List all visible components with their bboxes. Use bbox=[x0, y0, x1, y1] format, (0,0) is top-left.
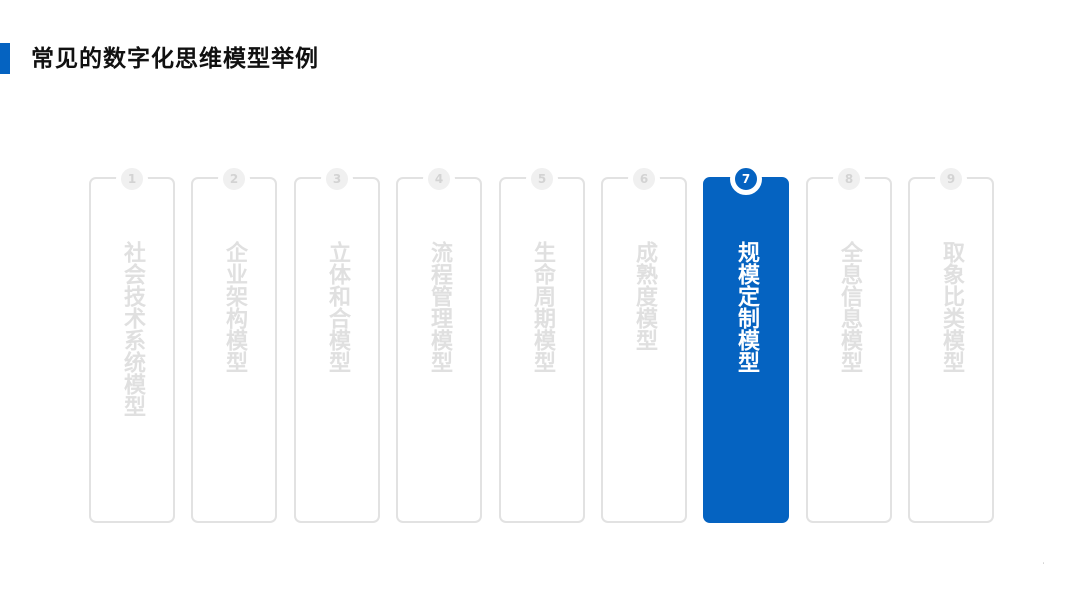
model-label: 立体和合模型 bbox=[325, 241, 350, 373]
model-number-badge: 1 bbox=[116, 163, 148, 195]
model-card-2[interactable]: 2 企业架构模型 bbox=[191, 163, 277, 523]
model-label: 企业架构模型 bbox=[222, 241, 247, 373]
model-number-badge: 4 bbox=[423, 163, 455, 195]
model-label: 成熟度模型 bbox=[632, 241, 657, 351]
model-number-badge: 8 bbox=[833, 163, 865, 195]
model-number-badge: 5 bbox=[526, 163, 558, 195]
model-label: 流程管理模型 bbox=[427, 241, 452, 373]
model-card-4[interactable]: 4 流程管理模型 bbox=[396, 163, 482, 523]
slide-title: 常见的数字化思维模型举例 bbox=[31, 46, 319, 72]
title-accent-bar bbox=[0, 43, 10, 74]
model-label: 生命周期模型 bbox=[530, 241, 555, 373]
corner-mark: ˈ bbox=[1042, 562, 1044, 569]
model-number-badge: 2 bbox=[218, 163, 250, 195]
model-number-badge: 6 bbox=[628, 163, 660, 195]
model-card-3[interactable]: 3 立体和合模型 bbox=[294, 163, 380, 523]
model-card-5[interactable]: 5 生命周期模型 bbox=[499, 163, 585, 523]
model-card-9[interactable]: 9 取象比类模型 bbox=[908, 163, 994, 523]
model-label: 规模定制模型 bbox=[734, 241, 759, 373]
model-card-1[interactable]: 1 社会技术系统模型 bbox=[89, 163, 175, 523]
model-label: 社会技术系统模型 bbox=[120, 241, 145, 417]
model-number-badge: 9 bbox=[935, 163, 967, 195]
model-card-7[interactable]: 7 规模定制模型 bbox=[703, 163, 789, 523]
model-card-8[interactable]: 8 全息信息模型 bbox=[806, 163, 892, 523]
model-number-badge: 7 bbox=[730, 163, 762, 195]
model-number-badge: 3 bbox=[321, 163, 353, 195]
model-label: 全息信息模型 bbox=[837, 241, 862, 373]
model-cards: 1 社会技术系统模型 2 企业架构模型 3 立体和合模型 4 流程管理模型 5 … bbox=[89, 163, 997, 525]
model-label: 取象比类模型 bbox=[939, 241, 964, 373]
model-card-6[interactable]: 6 成熟度模型 bbox=[601, 163, 687, 523]
